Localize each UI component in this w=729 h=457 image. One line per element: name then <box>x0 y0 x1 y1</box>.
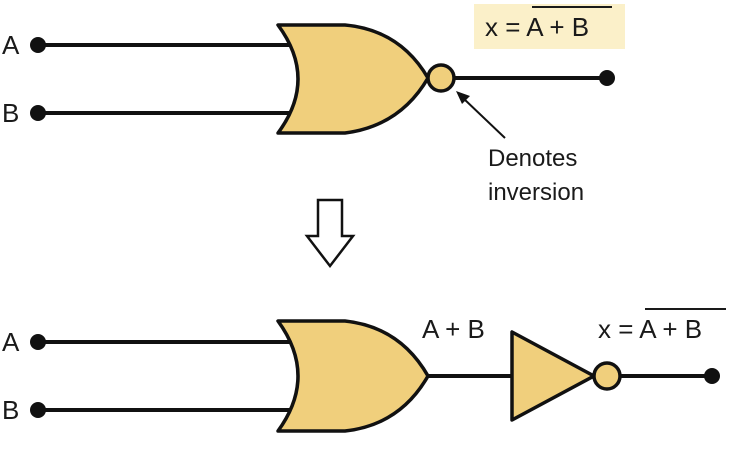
annotation-text-line2: inversion <box>488 179 584 206</box>
or-not-diagram: A B A + B x = A + B <box>2 308 726 433</box>
or-gate-shape <box>276 23 430 135</box>
terminal-output <box>704 368 720 384</box>
terminal-b <box>30 105 46 121</box>
annotation-pointer <box>462 97 506 139</box>
inversion-bubble <box>426 63 456 93</box>
nor-gate-diagram: A B x = A + B Denotes inversion <box>2 4 625 206</box>
or-gate-shape <box>276 319 430 433</box>
output-expression: x = A + B <box>598 314 702 344</box>
expression-highlight <box>474 4 625 49</box>
input-label-b: B <box>2 395 19 425</box>
input-label-a: A <box>2 30 20 60</box>
down-arrow-icon <box>304 198 356 269</box>
input-label-a: A <box>2 327 20 357</box>
terminal-b <box>30 402 46 418</box>
annotation-text-line1: Denotes <box>488 145 577 172</box>
inversion-bubble <box>592 361 622 391</box>
terminal-output <box>599 70 615 86</box>
output-expression: x = A + B <box>485 12 589 42</box>
intermediate-label: A + B <box>422 314 485 344</box>
terminal-a <box>30 334 46 350</box>
arrowhead-icon <box>456 91 470 104</box>
input-label-b: B <box>2 98 19 128</box>
terminal-a <box>30 37 46 53</box>
not-gate-shape <box>510 330 596 422</box>
